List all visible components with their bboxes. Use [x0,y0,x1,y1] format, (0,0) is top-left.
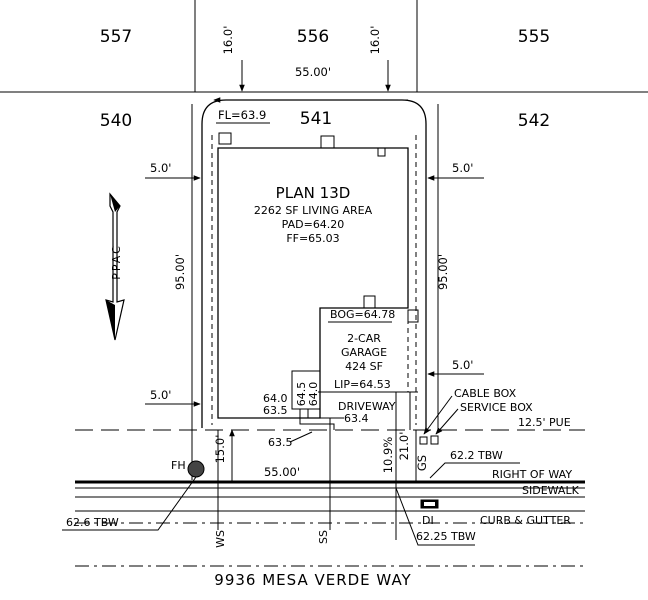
right-of-way-label: RIGHT OF WAY [492,468,572,481]
garage-outline [320,307,409,392]
front-setback-label: 15.0' [213,435,227,464]
pue-label: 12.5' PUE [518,416,571,429]
tbw-right-label: 62.2 TBW [450,449,503,462]
north-arrow-icon [105,192,125,341]
lot-width-bottom-label: 55.00' [264,465,300,479]
cable-box-icon [419,436,428,445]
lot-number-542: 542 [518,111,550,131]
living-area-label: 2262 SF LIVING AREA [254,204,373,217]
lot-number-556: 556 [297,27,329,47]
lip-elevation: LIP=64.53 [334,378,391,391]
walk-elevation: 63.5 [268,436,293,449]
fire-hydrant-icon [187,460,205,478]
driveway-depth-label: 21.0' [397,432,411,461]
rear-utility-box-left [218,132,232,145]
pad-elevation: PAD=64.20 [282,218,345,231]
driveway-slope-label: 10.9% [381,437,395,474]
garage-name-line2: GARAGE [341,346,387,359]
ff-elevation: FF=65.03 [286,232,339,245]
bog-elevation: BOG=64.78 [330,308,395,321]
step-elev-c: 64.5 [295,382,308,407]
rear-utility-box-center [320,135,335,149]
north-arrow-label: PPAC [110,244,123,280]
rear-setback-dimensions [239,60,391,92]
lot-number-555: 555 [518,27,550,47]
service-box-icon [430,435,439,445]
garage-side-box [407,309,419,323]
drain-inlet-label: DI [422,514,434,527]
step-elev-b: 63.5 [263,404,288,417]
curb-gutter-label: CURB & GUTTER [480,514,571,527]
lot-number-541: 541 [300,109,332,129]
entry-porch [291,370,321,410]
rear-setback-left-label: 16.0' [221,26,235,55]
water-service-label: WS [214,530,227,548]
side-setback-right-top-label: 5.0' [452,161,473,175]
tbw-bottom-label: 62.25 TBW [416,530,476,543]
driveway-elevation: 63.4 [344,412,369,425]
driveway-label: DRIVEWAY [338,400,396,413]
lot-depth-dimensions [191,104,439,480]
plan-name: PLAN 13D [276,184,351,202]
garage-area: 424 SF [345,360,383,373]
step-elev-a: 64.0 [263,392,288,405]
service-box-label: SERVICE BOX [460,401,533,414]
gas-service-label: GS [415,455,429,471]
fl-elevation-label: FL=63.9 [218,108,266,122]
garage-top-bump [363,295,376,309]
cable-box-label: CABLE BOX [454,387,517,400]
garage-name-line1: 2-CAR [347,332,381,345]
side-setback-left-top-label: 5.0' [150,161,171,175]
side-setback-right-garage-label: 5.0' [452,358,473,372]
lot-width-top-label: 55.00' [295,65,331,79]
lot-number-540: 540 [100,111,132,131]
street-address: 9936 MESA VERDE WAY [214,571,411,589]
lot-depth-left-label: 95.00' [173,254,187,290]
side-setback-left-bottom-label: 5.0' [150,388,171,402]
fire-hydrant-label: FH [171,459,186,472]
sewer-service-label: SS [317,530,330,544]
rear-setback-right-label: 16.0' [368,26,382,55]
side-setback-dimensions [145,175,484,407]
sidewalk-label: SIDEWALK [522,484,580,497]
tbw-left-label: 62.6 TBW [66,516,119,529]
lot-number-557: 557 [100,27,132,47]
lot-depth-right-label: 95.00' [436,254,450,290]
step-elev-d: 64.0 [307,382,320,407]
side-marker-right [377,147,386,157]
